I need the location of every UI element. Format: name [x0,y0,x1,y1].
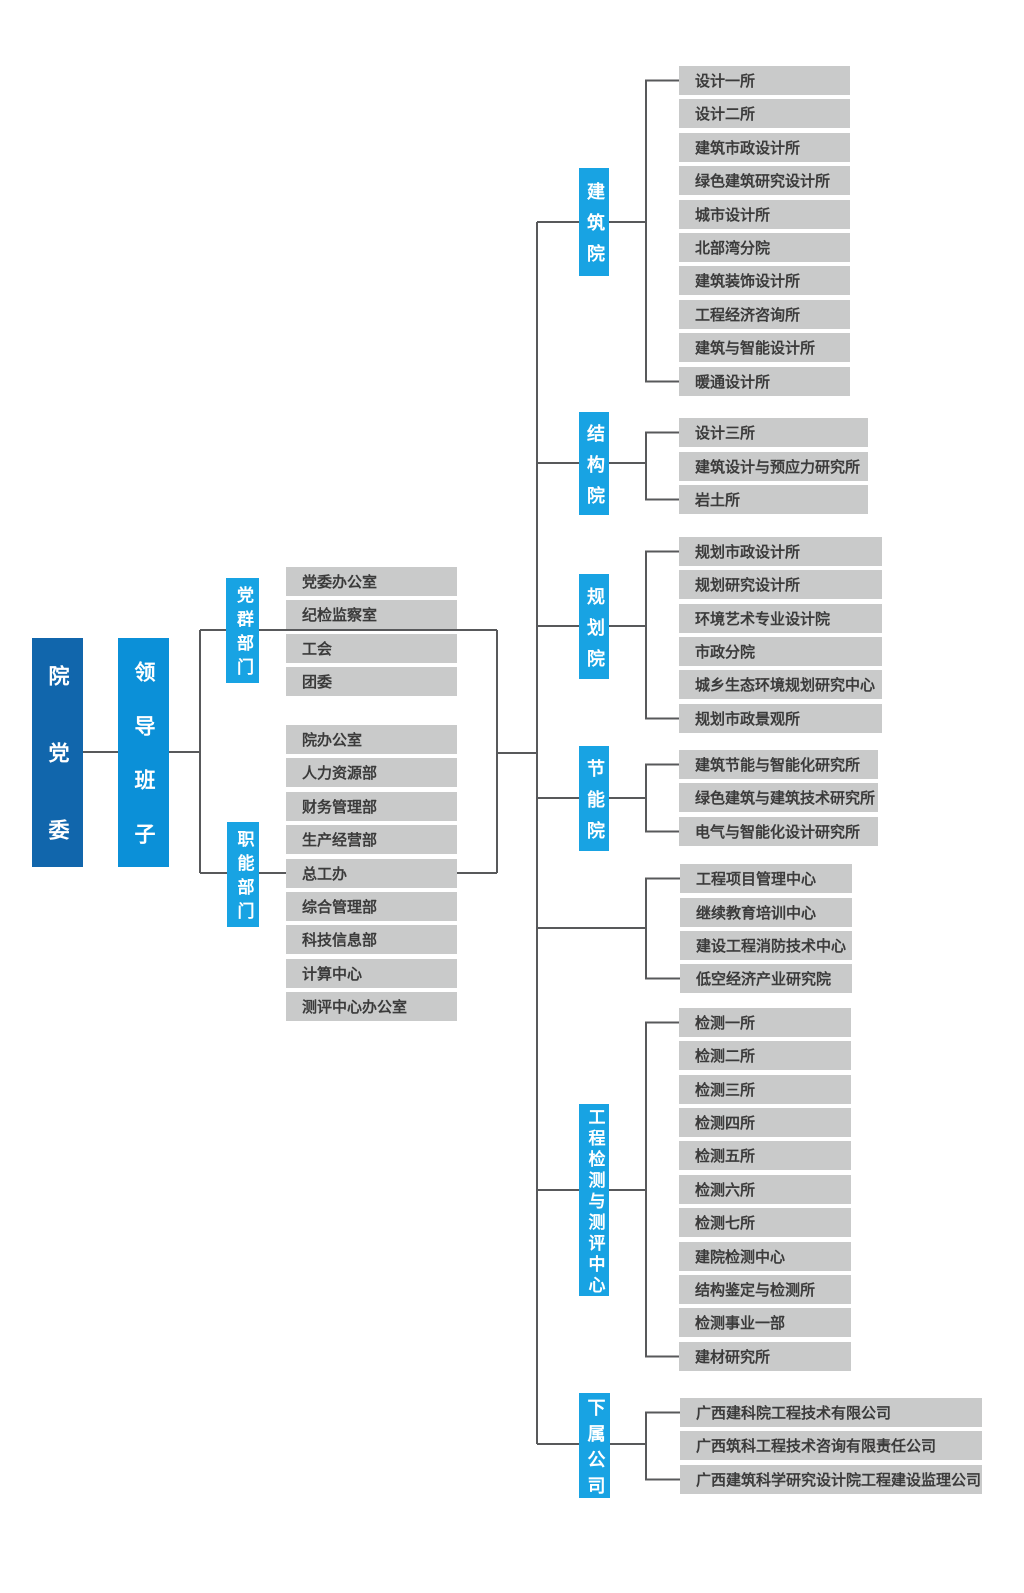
org-item: 总工办 [286,859,457,888]
org-item: 环境艺术专业设计院 [679,604,882,633]
org-item: 人力资源部 [286,758,457,787]
org-item: 广西筑科工程技术咨询有限责任公司 [680,1431,982,1460]
org-item: 工会 [286,634,457,663]
root-node-label: 院党委 [46,665,70,896]
org-item: 建筑与智能设计所 [679,333,850,362]
org-item: 生产经营部 [286,825,457,854]
org-item: 北部湾分院 [679,233,850,262]
group-label-text: 结构院 [584,423,605,517]
org-item: 建材研究所 [679,1342,851,1371]
group-label-text: 党群部门 [233,586,253,682]
org-item: 检测四所 [679,1108,851,1137]
org-item: 党委办公室 [286,567,457,596]
org-item: 规划市政设计所 [679,537,882,566]
org-item: 建筑市政设计所 [679,133,850,162]
org-item: 设计二所 [679,99,850,128]
org-item: 综合管理部 [286,892,457,921]
org-item: 设计三所 [679,418,868,447]
group-label-energy-institute: 节能院 [579,746,609,852]
org-item: 工程经济咨询所 [679,300,850,329]
org-item: 检测七所 [679,1208,851,1237]
org-item: 建院检测中心 [679,1242,851,1271]
org-item: 岩土所 [679,485,868,514]
org-item: 检测一所 [679,1008,851,1037]
org-item: 检测五所 [679,1141,851,1170]
leadership-node-label: 领导班子 [132,661,156,877]
org-item: 绿色建筑与建筑技术研究所 [679,783,878,812]
org-item: 团委 [286,667,457,696]
org-item: 电气与智能化设计研究所 [679,817,878,846]
org-item: 计算中心 [286,959,457,988]
org-item: 工程项目管理中心 [680,864,852,893]
org-item: 规划研究设计所 [679,570,882,599]
org-item: 城乡生态环境规划研究中心 [679,670,882,699]
org-item: 建筑装饰设计所 [679,266,850,295]
org-item: 广西建科院工程技术有限公司 [680,1398,982,1427]
leadership-node: 领导班子 [118,638,169,877]
group-label-text: 节能院 [584,758,605,852]
group-label-party-mass: 党群部门 [226,578,259,683]
group-label-functional: 职能部门 [227,822,259,927]
org-item: 检测六所 [679,1175,851,1204]
group-label-text: 工程检测与测评中心 [584,1107,605,1297]
group-label-text: 职能部门 [233,830,254,926]
org-item: 广西建筑科学研究设计院工程建设监理公司 [680,1465,982,1494]
org-item: 暖通设计所 [679,367,850,396]
org-item: 测评中心办公室 [286,992,457,1021]
org-item: 建筑节能与智能化研究所 [679,750,878,779]
org-item: 财务管理部 [286,792,457,821]
org-item: 检测二所 [679,1041,851,1070]
org-item: 低空经济产业研究院 [680,964,852,993]
org-item: 结构鉴定与检测所 [679,1275,851,1304]
group-label-architecture-institute: 建筑院 [579,168,609,276]
org-item: 检测事业一部 [679,1308,851,1337]
org-item: 设计一所 [679,66,850,95]
org-item: 建设工程消防技术中心 [680,931,852,960]
org-item: 院办公室 [286,725,457,754]
org-item: 绿色建筑研究设计所 [679,166,850,195]
group-label-structure-institute: 结构院 [579,412,609,517]
group-label-text: 下属公司 [584,1397,606,1502]
group-label-planning-institute: 规划院 [579,574,609,680]
org-item: 市政分院 [679,637,882,666]
org-item: 继续教育培训中心 [680,898,852,927]
org-item: 科技信息部 [286,925,457,954]
org-item: 检测三所 [679,1075,851,1104]
org-item: 建筑设计与预应力研究所 [679,452,868,481]
group-label-text: 规划院 [584,586,605,680]
group-label-text: 建筑院 [584,182,605,275]
org-item: 城市设计所 [679,200,850,229]
org-item: 纪检监察室 [286,600,457,629]
group-label-testing-center: 工程检测与测评中心 [579,1104,609,1297]
org-item: 规划市政景观所 [679,704,882,733]
root-node: 院党委 [32,638,83,896]
group-label-subsidiaries: 下属公司 [579,1393,610,1502]
